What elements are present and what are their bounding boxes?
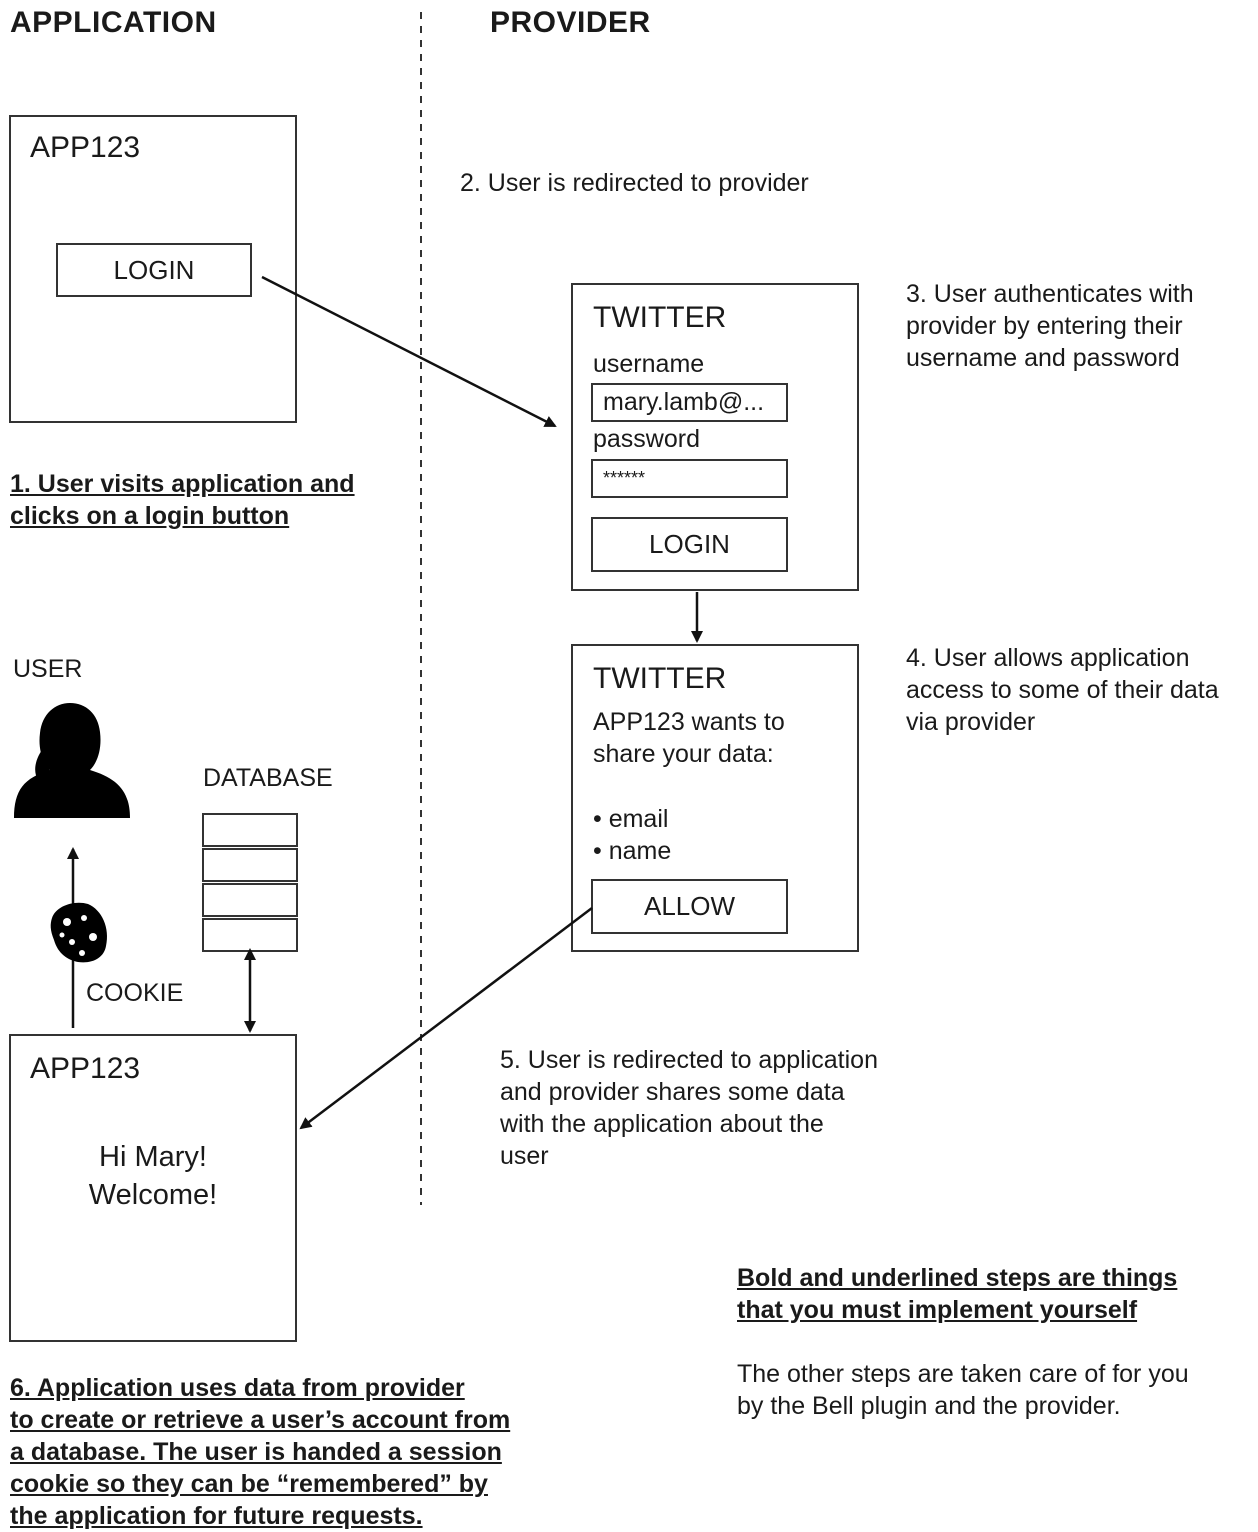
password-label: password <box>593 425 700 453</box>
database-label: DATABASE <box>203 764 333 792</box>
app-box-top-title: APP123 <box>30 131 141 164</box>
user-label: USER <box>13 655 83 683</box>
allow-message: APP123 wants to share your data: <box>593 708 785 768</box>
step-4-text: 4. User allows application access to som… <box>906 644 1219 736</box>
twitter-allow-box: TWITTER APP123 wants to share your data:… <box>571 644 859 952</box>
step-1-text: 1. User visits application and clicks on… <box>10 470 355 530</box>
shared-data-list: • email • name <box>593 803 671 867</box>
app-box-bottom: APP123 Hi Mary! Welcome! <box>9 1034 297 1342</box>
allow-button[interactable]: ALLOW <box>591 879 788 934</box>
username-field[interactable]: mary.lamb@... <box>591 383 788 422</box>
twitter-allow-title: TWITTER <box>593 662 727 695</box>
provider-column-title: PROVIDER <box>490 6 651 39</box>
database-record <box>202 848 298 882</box>
step-3-text: 3. User authenticates with provider by e… <box>906 280 1194 372</box>
legend-bold-note: Bold and underlined steps are things tha… <box>737 1264 1178 1324</box>
arrow-redirect-to-provider <box>261 275 557 428</box>
application-column-title: APPLICATION <box>10 6 217 39</box>
database-record <box>202 918 298 952</box>
twitter-login-box: TWITTER username mary.lamb@... password … <box>571 283 859 591</box>
app-login-button[interactable]: LOGIN <box>56 243 252 297</box>
password-field[interactable]: ****** <box>591 459 788 498</box>
cookie-label: COOKIE <box>86 979 184 1007</box>
twitter-login-button[interactable]: LOGIN <box>591 517 788 572</box>
legend-other-note: The other steps are taken care of for yo… <box>737 1360 1189 1420</box>
database-record <box>202 813 298 847</box>
user-silhouette-icon <box>14 703 130 818</box>
cookie-icon <box>50 902 108 963</box>
step-5-text: 5. User is redirected to application and… <box>500 1046 878 1170</box>
twitter-login-title: TWITTER <box>593 301 727 334</box>
app-box-bottom-title: APP123 <box>30 1052 141 1085</box>
step-6-text: 6. Application uses data from provider t… <box>10 1374 511 1530</box>
shared-item-email: • email <box>593 805 669 833</box>
welcome-message: Hi Mary! Welcome! <box>88 1141 218 1211</box>
username-label: username <box>593 350 705 378</box>
database-icon <box>202 813 298 953</box>
database-record <box>202 883 298 917</box>
step-2-text: 2. User is redirected to provider <box>460 169 809 197</box>
shared-item-name: • name <box>593 837 672 865</box>
app-box-top: APP123 LOGIN <box>9 115 297 423</box>
arrow-redirect-to-application <box>299 907 593 1130</box>
